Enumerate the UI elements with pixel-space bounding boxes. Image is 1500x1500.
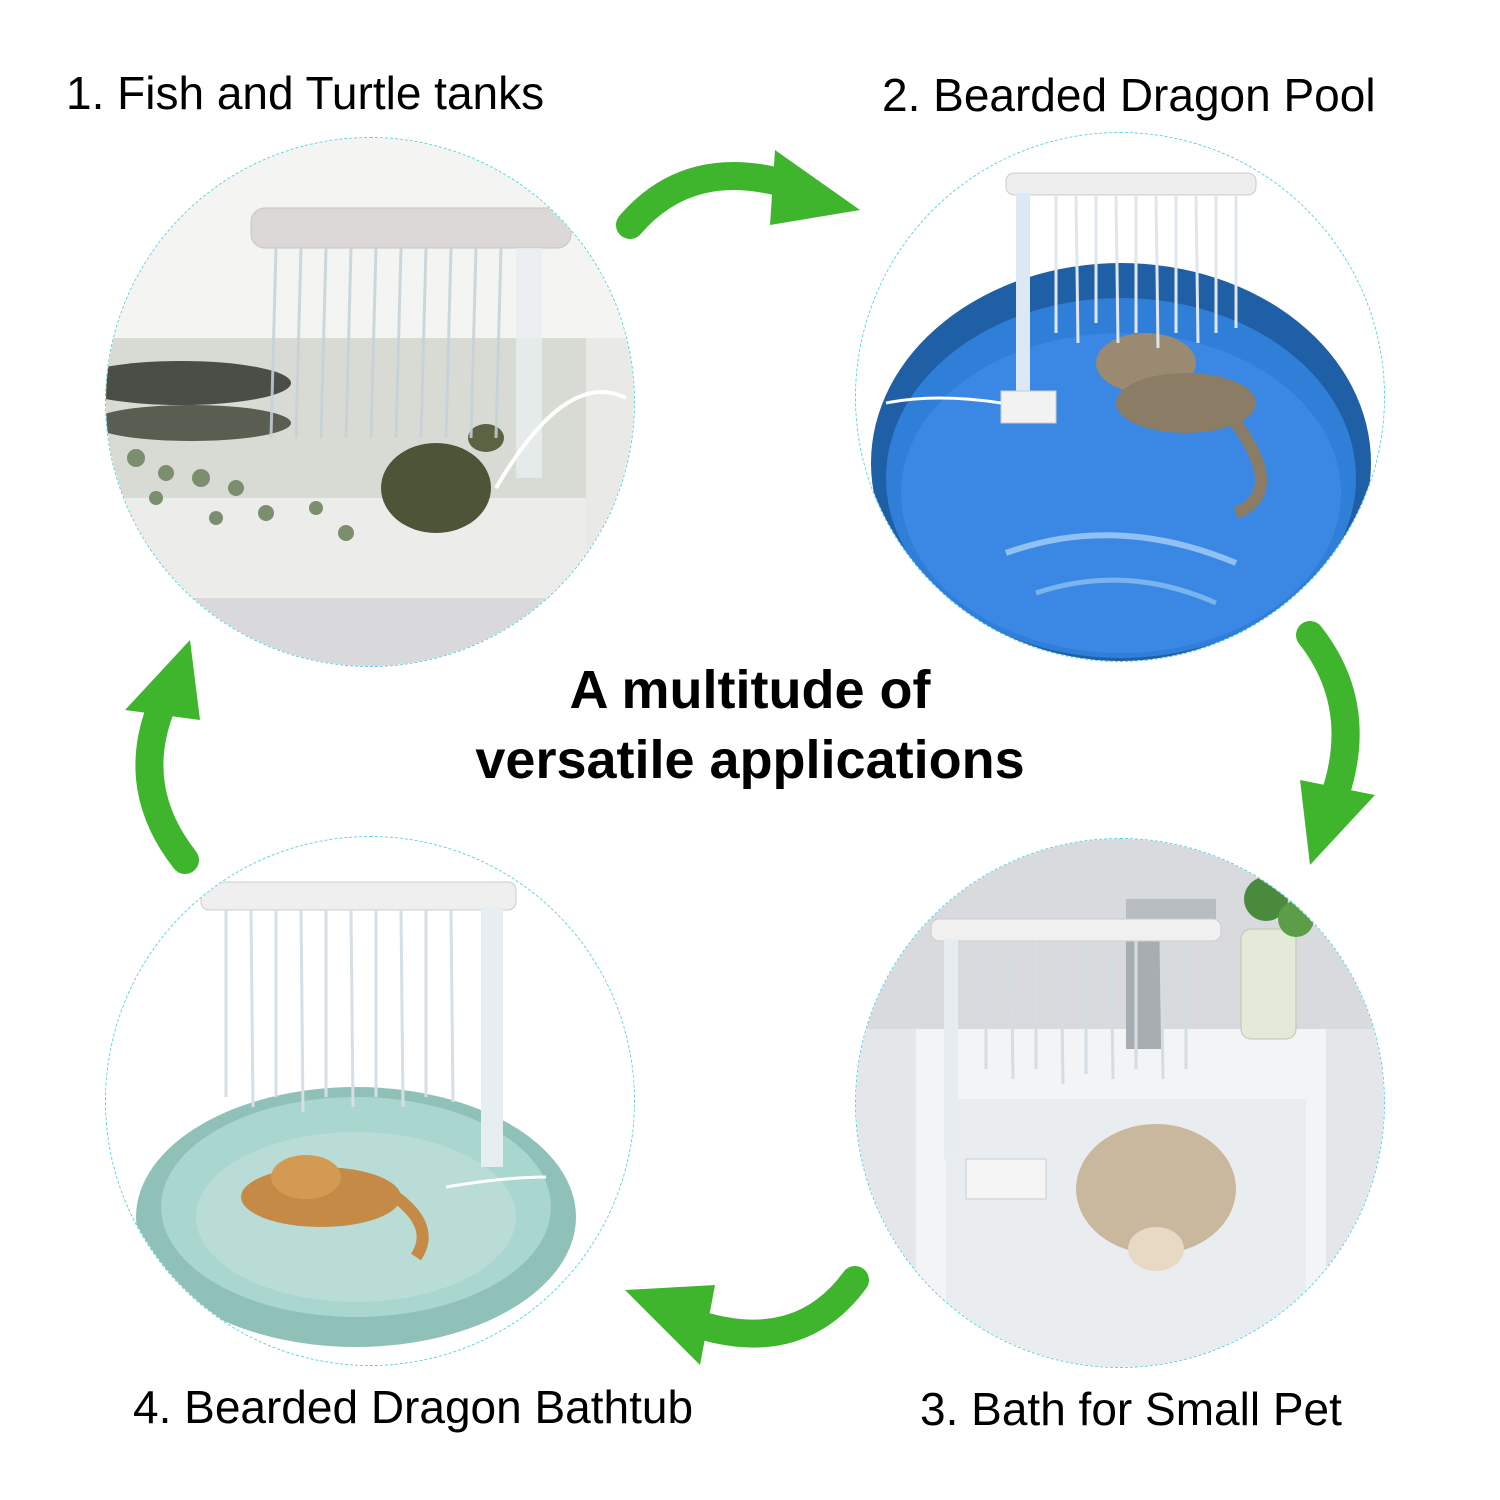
- label-fish-turtle-tanks: 1. Fish and Turtle tanks: [66, 67, 545, 119]
- photo-bearded-dragon-pool: [855, 132, 1385, 662]
- curved-arrow-icon: [125, 640, 200, 874]
- curved-arrow-icon: [625, 1266, 869, 1365]
- center-title: A multitude of versatile applications: [340, 655, 1160, 795]
- photo-bath-small-pet: [855, 838, 1385, 1368]
- curved-arrow-icon: [1296, 621, 1375, 865]
- label-bearded-dragon-bathtub: 4. Bearded Dragon Bathtub: [133, 1381, 694, 1433]
- photo-fish-turtle-tank: [105, 137, 635, 667]
- title-line-2: versatile applications: [475, 730, 1025, 790]
- label-bearded-dragon-pool: 2. Bearded Dragon Pool: [882, 69, 1376, 121]
- label-bath-small-pet: 3. Bath for Small Pet: [920, 1383, 1342, 1435]
- curved-arrow-icon: [616, 150, 860, 239]
- photo-bearded-dragon-bathtub: [105, 836, 635, 1366]
- title-line-1: A multitude of: [569, 660, 931, 720]
